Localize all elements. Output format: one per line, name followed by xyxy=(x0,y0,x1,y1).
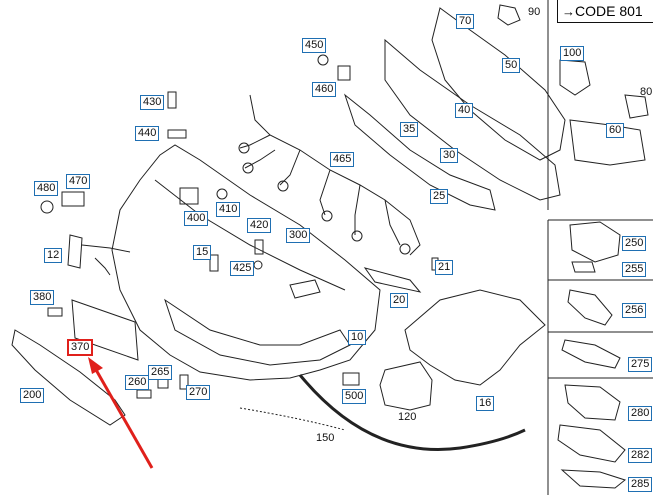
sensor-470 xyxy=(61,191,85,207)
code-text: CODE 801 xyxy=(575,3,643,19)
parking-sensor-connector xyxy=(242,162,254,174)
line-art xyxy=(11,0,653,495)
clip-460 xyxy=(337,65,351,81)
callout-260[interactable]: 260 xyxy=(125,375,150,390)
trim-275 xyxy=(561,339,621,369)
callout-400[interactable]: 400 xyxy=(184,211,209,226)
clip-440 xyxy=(167,129,187,139)
callout-70[interactable]: 70 xyxy=(456,14,475,29)
callout-100[interactable]: 100 xyxy=(560,46,585,61)
callout-410[interactable]: 410 xyxy=(216,202,241,217)
grille-insert-256 xyxy=(567,289,613,326)
parking-sensor-connector xyxy=(238,142,250,154)
label-80: 80 xyxy=(640,86,653,98)
fog-lamp-bezel-250 xyxy=(569,221,621,263)
callout-255[interactable]: 255 xyxy=(622,262,647,277)
bumper-cover-lower-opening xyxy=(164,298,351,366)
bolt-430 xyxy=(167,91,177,109)
trim-285 xyxy=(560,469,627,489)
wiring-harness xyxy=(239,94,421,256)
callout-35[interactable]: 35 xyxy=(400,122,419,137)
screw-260 xyxy=(136,389,152,399)
sensor-400 xyxy=(179,187,199,205)
callout-270[interactable]: 270 xyxy=(186,385,211,400)
highlight-pointer-arrow xyxy=(88,357,154,469)
license-plate-bracket xyxy=(71,299,139,361)
callout-280[interactable]: 280 xyxy=(628,406,653,421)
arrow-right-icon: → xyxy=(562,4,575,19)
callout-470[interactable]: 470 xyxy=(66,174,91,189)
callout-15[interactable]: 15 xyxy=(193,245,212,260)
callout-60[interactable]: 60 xyxy=(606,123,625,138)
side-bracket-16 xyxy=(404,289,546,386)
bumper-cover xyxy=(111,144,381,381)
callout-420[interactable]: 420 xyxy=(247,218,272,233)
cable-12 xyxy=(81,244,131,276)
callout-380[interactable]: 380 xyxy=(30,290,55,305)
washer-425 xyxy=(253,260,263,270)
bracket-80 xyxy=(624,94,649,119)
bumper-impact-absorber-upper xyxy=(431,7,566,161)
callout-285[interactable]: 285 xyxy=(628,477,653,492)
callout-480[interactable]: 480 xyxy=(34,181,59,196)
clip-15 xyxy=(209,254,219,272)
trim-strip-20 xyxy=(363,267,422,293)
callout-21[interactable]: 21 xyxy=(435,260,454,275)
callout-450[interactable]: 450 xyxy=(302,38,327,53)
bracket-100 xyxy=(559,59,591,96)
callout-256[interactable]: 256 xyxy=(622,303,647,318)
grille-282 xyxy=(557,424,626,463)
splash-shield-120 xyxy=(379,361,433,411)
callout-282[interactable]: 282 xyxy=(628,448,653,463)
clip-270 xyxy=(179,374,189,390)
bumper-cover-upper-edge xyxy=(154,179,346,291)
callout-425[interactable]: 425 xyxy=(230,261,255,276)
nut-450 xyxy=(317,54,329,66)
inner-reinforcement-bar xyxy=(343,93,496,211)
bolt-410 xyxy=(216,188,228,200)
bumper-length-line xyxy=(239,407,346,431)
callout-440[interactable]: 440 xyxy=(135,126,160,141)
clip-90 xyxy=(497,4,521,26)
callout-25[interactable]: 25 xyxy=(430,189,449,204)
parking-sensor-connector xyxy=(351,230,363,242)
callout-265[interactable]: 265 xyxy=(148,365,173,380)
callout-200[interactable]: 200 xyxy=(20,388,45,403)
callout-465[interactable]: 465 xyxy=(330,152,355,167)
label-90: 90 xyxy=(528,6,541,18)
bracket-300 xyxy=(289,279,321,299)
callout-20[interactable]: 20 xyxy=(390,293,409,308)
parking-sensor-connector xyxy=(321,210,333,222)
callout-40[interactable]: 40 xyxy=(455,103,474,118)
callout-430[interactable]: 430 xyxy=(140,95,165,110)
label-120: 120 xyxy=(398,411,417,423)
bracket-12 xyxy=(67,234,83,269)
label-150: 150 xyxy=(316,432,335,444)
bezel-280 xyxy=(564,384,621,421)
callout-500[interactable]: 500 xyxy=(342,389,367,404)
callout-275[interactable]: 275 xyxy=(628,357,653,372)
callout-12[interactable]: 12 xyxy=(44,248,63,263)
callout-460[interactable]: 460 xyxy=(312,82,337,97)
callout-250[interactable]: 250 xyxy=(622,236,647,251)
callout-16[interactable]: 16 xyxy=(476,396,495,411)
callout-10[interactable]: 10 xyxy=(348,330,367,345)
callout-50[interactable]: 50 xyxy=(502,58,521,73)
screw-380 xyxy=(47,307,63,317)
clip-255 xyxy=(571,261,596,273)
lower-grille xyxy=(11,329,126,426)
clip-500 xyxy=(342,372,360,386)
bolt-420 xyxy=(254,239,264,255)
callout-30[interactable]: 30 xyxy=(440,148,459,163)
code-label: →CODE 801 xyxy=(557,0,653,23)
parking-sensor-connector xyxy=(277,180,289,192)
callout-370[interactable]: 370 xyxy=(67,339,94,356)
washer-480 xyxy=(40,200,54,214)
bumper-reinforcement xyxy=(384,38,561,201)
parking-sensor-connector xyxy=(399,243,411,255)
callout-300[interactable]: 300 xyxy=(286,228,311,243)
sweep-arrow xyxy=(298,374,526,451)
